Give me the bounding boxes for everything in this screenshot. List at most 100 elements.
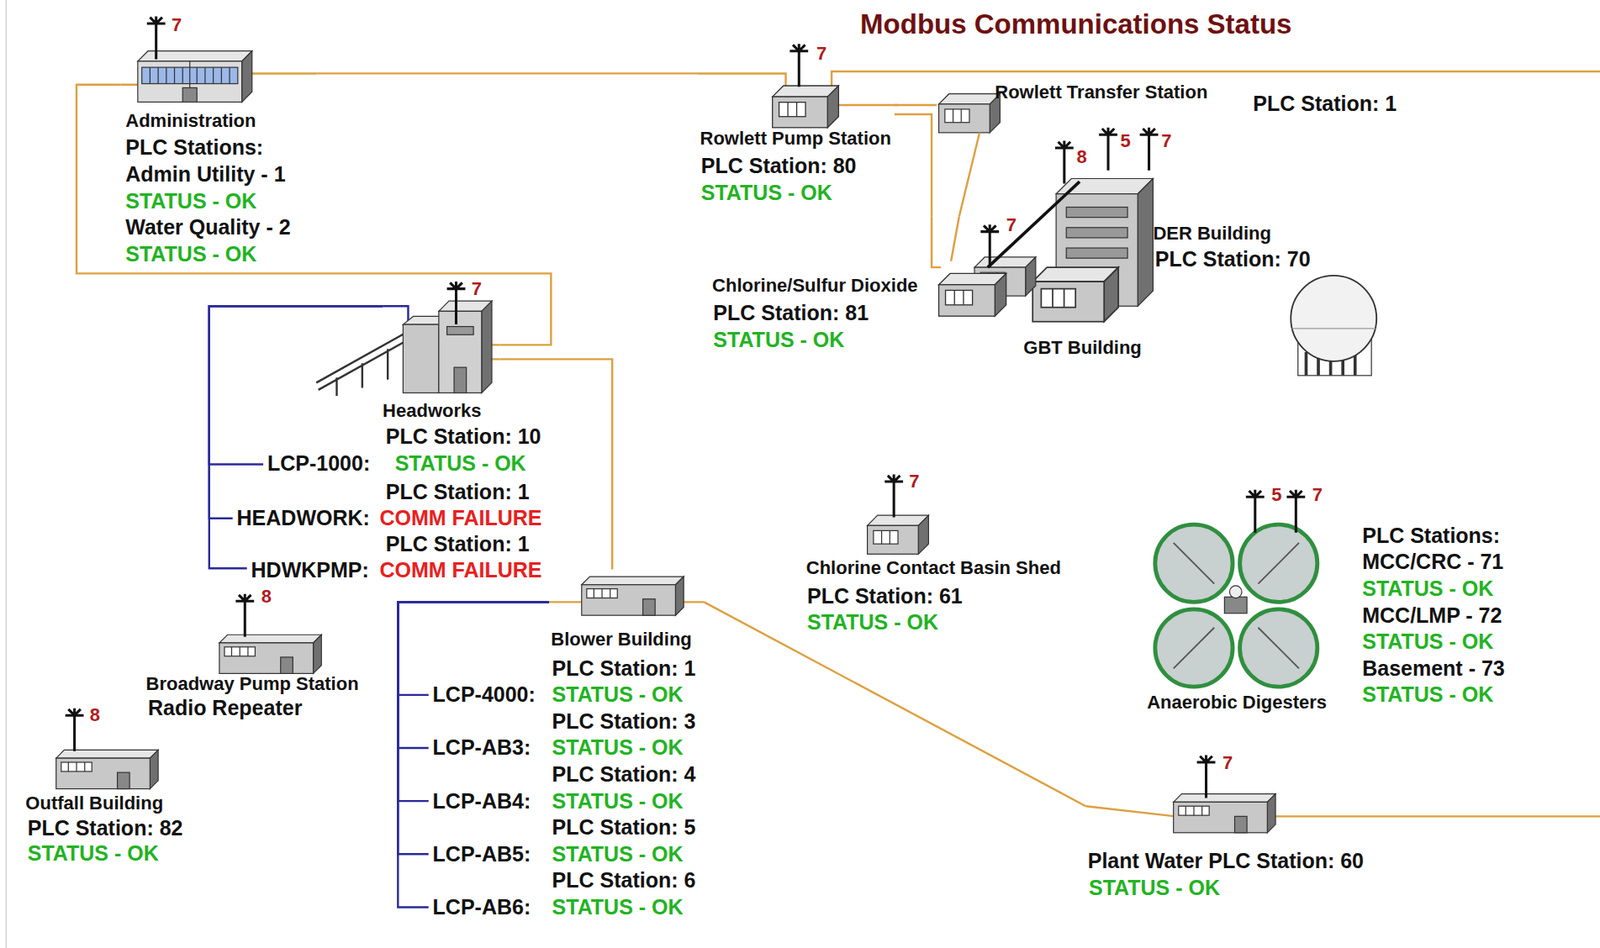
pump-station-icon [219, 634, 322, 674]
callout-number: 7 [1222, 752, 1233, 774]
antenna-icon [1098, 127, 1118, 171]
antenna-icon [1286, 490, 1305, 534]
station-name: Anaerobic Digesters [1146, 691, 1327, 713]
station-label: Water Quality - 2 [125, 215, 291, 240]
comm-connector [209, 306, 383, 519]
callout-number: 5 [1271, 484, 1282, 506]
station-label: LCP-1000: [267, 451, 370, 476]
gas-sphere [1290, 275, 1377, 362]
plant-water-icon [1173, 794, 1276, 834]
gas-sphere [1291, 327, 1376, 329]
callout-number: 8 [89, 704, 101, 726]
station-label: LCP-AB6: [433, 895, 532, 920]
station-group: PLC Station: 1HEADWORK:COMM FAILURE [232, 480, 560, 534]
station-label: PLC Station: 1 [385, 532, 530, 557]
station-group: Anaerobic DigestersPLC Stations:MCC/CRC … [1142, 485, 1531, 719]
station-label: PLC Station: 70 [1155, 247, 1311, 272]
antenna-icon [1246, 490, 1265, 534]
bus-line [382, 306, 408, 322]
callout-number: 8 [1076, 146, 1087, 168]
chlorine-building-icon [939, 273, 1007, 317]
station-name: Chlorine Contact Basin Shed [806, 557, 1062, 579]
headworks-building [402, 324, 439, 393]
status-text: STATUS - OK [701, 180, 833, 206]
station-label: HDWKPMP: [251, 558, 370, 583]
station-group: PLC Station: 1 HDWKPMP: COMM FAILURE [247, 532, 564, 587]
status-text: STATUS - OK [552, 842, 684, 867]
status-text: STATUS - OK [1362, 629, 1494, 655]
callout-number: 8 [261, 586, 272, 608]
station-label: PLC Station: 10 [385, 424, 542, 449]
status-text: STATUS - OK [552, 789, 684, 814]
station-label: Basement - 73 [1362, 656, 1505, 682]
station-group: Blower Building [549, 570, 704, 655]
station-label: PLC Station: 1 [552, 656, 697, 682]
gbt-building-icon [1032, 267, 1119, 323]
station-label: PLC Station: 5 [552, 815, 697, 840]
station-group: Rowlett Pump StationPLC Station: 80STATU… [697, 41, 895, 210]
station-label: Radio Repeater [147, 696, 302, 721]
station-label: LCP-AB4: [433, 789, 532, 814]
station-label: PLC Station: 81 [712, 300, 869, 326]
headworks-building [447, 327, 475, 336]
comm-line [1270, 815, 1600, 818]
callout-number: 7 [1161, 130, 1172, 152]
status-text: STATUS - OK [395, 451, 527, 476]
station-group: Chlorine/Sulfur DioxidePLC Station: 81ST… [710, 216, 1027, 361]
transfer-station-icon [939, 94, 1001, 133]
station-group: PLC Station: 5LCP-AB5:STATUS - OK [428, 815, 705, 870]
station-name: Rowlett Pump Station [700, 127, 892, 149]
antenna-icon [147, 15, 166, 59]
status-text: COMM FAILURE [379, 558, 542, 583]
headworks-building [438, 311, 482, 393]
station-name: Blower Building [550, 628, 692, 650]
bus-line [382, 306, 408, 322]
frame-line [5, 0, 7, 948]
comm-line [120, 71, 1600, 817]
station-name: Rowlett Transfer Station [994, 81, 1208, 103]
status-text: STATUS - OK [125, 242, 257, 267]
comm-connector [894, 104, 937, 106]
antenna-icon [884, 475, 903, 518]
station-label: PLC Station: 3 [552, 709, 697, 734]
blower-building-icon [581, 576, 684, 616]
station-label: PLC Station: 4 [552, 762, 697, 787]
station-group: Headworks [382, 284, 501, 426]
station-label: Admin Utility - 1 [125, 162, 286, 187]
station-label: PLC Station: 1 [385, 480, 530, 505]
antenna-icon [65, 708, 85, 752]
comm-connector [959, 132, 980, 217]
station-label: MCC/CRC - 71 [1362, 549, 1504, 575]
comm-connector [894, 114, 932, 217]
der-building [1066, 227, 1128, 238]
station-name: GBT Building [1023, 337, 1142, 359]
outfall-building-icon [56, 749, 159, 789]
comm-connector [397, 601, 550, 908]
station-group: Plant Water PLC Station: 60STATUS - OK [1085, 753, 1392, 907]
status-text: STATUS - OK [27, 841, 159, 867]
digester-tanks [1155, 524, 1318, 687]
gas-sphere [1290, 275, 1377, 376]
digester-tanks [1229, 586, 1242, 599]
station-label: Plant Water PLC Station: 60 [1087, 849, 1364, 874]
station-group: PLC Station: 3LCP-AB3:STATUS - OK [428, 709, 705, 764]
station-name: Broadway Pump Station [146, 673, 360, 695]
status-text: STATUS - OK [125, 189, 257, 214]
antenna-icon [1197, 755, 1216, 799]
station-label: LCP-AB3: [433, 735, 532, 761]
comm-connector [397, 601, 550, 695]
station-label: PLC Station: 1 [1252, 91, 1397, 117]
station-label: MCC/LMP - 72 [1362, 603, 1502, 629]
antenna-icon [1055, 141, 1074, 185]
station-label: PLC Station: 6 [552, 868, 697, 893]
station-group: AdministrationPLC Stations:Admin Utility… [120, 15, 317, 271]
status-text: STATUS - OK [552, 895, 684, 920]
callout-number: 5 [1120, 130, 1131, 152]
der-building [1137, 178, 1153, 307]
station-group: Broadway Pump StationRadio Repeater [142, 590, 363, 725]
shed-icon [867, 515, 930, 555]
comm-connector [397, 601, 550, 802]
headworks-building [481, 300, 492, 393]
radio-link-line [987, 181, 1080, 268]
pump-station-icon [772, 85, 840, 128]
